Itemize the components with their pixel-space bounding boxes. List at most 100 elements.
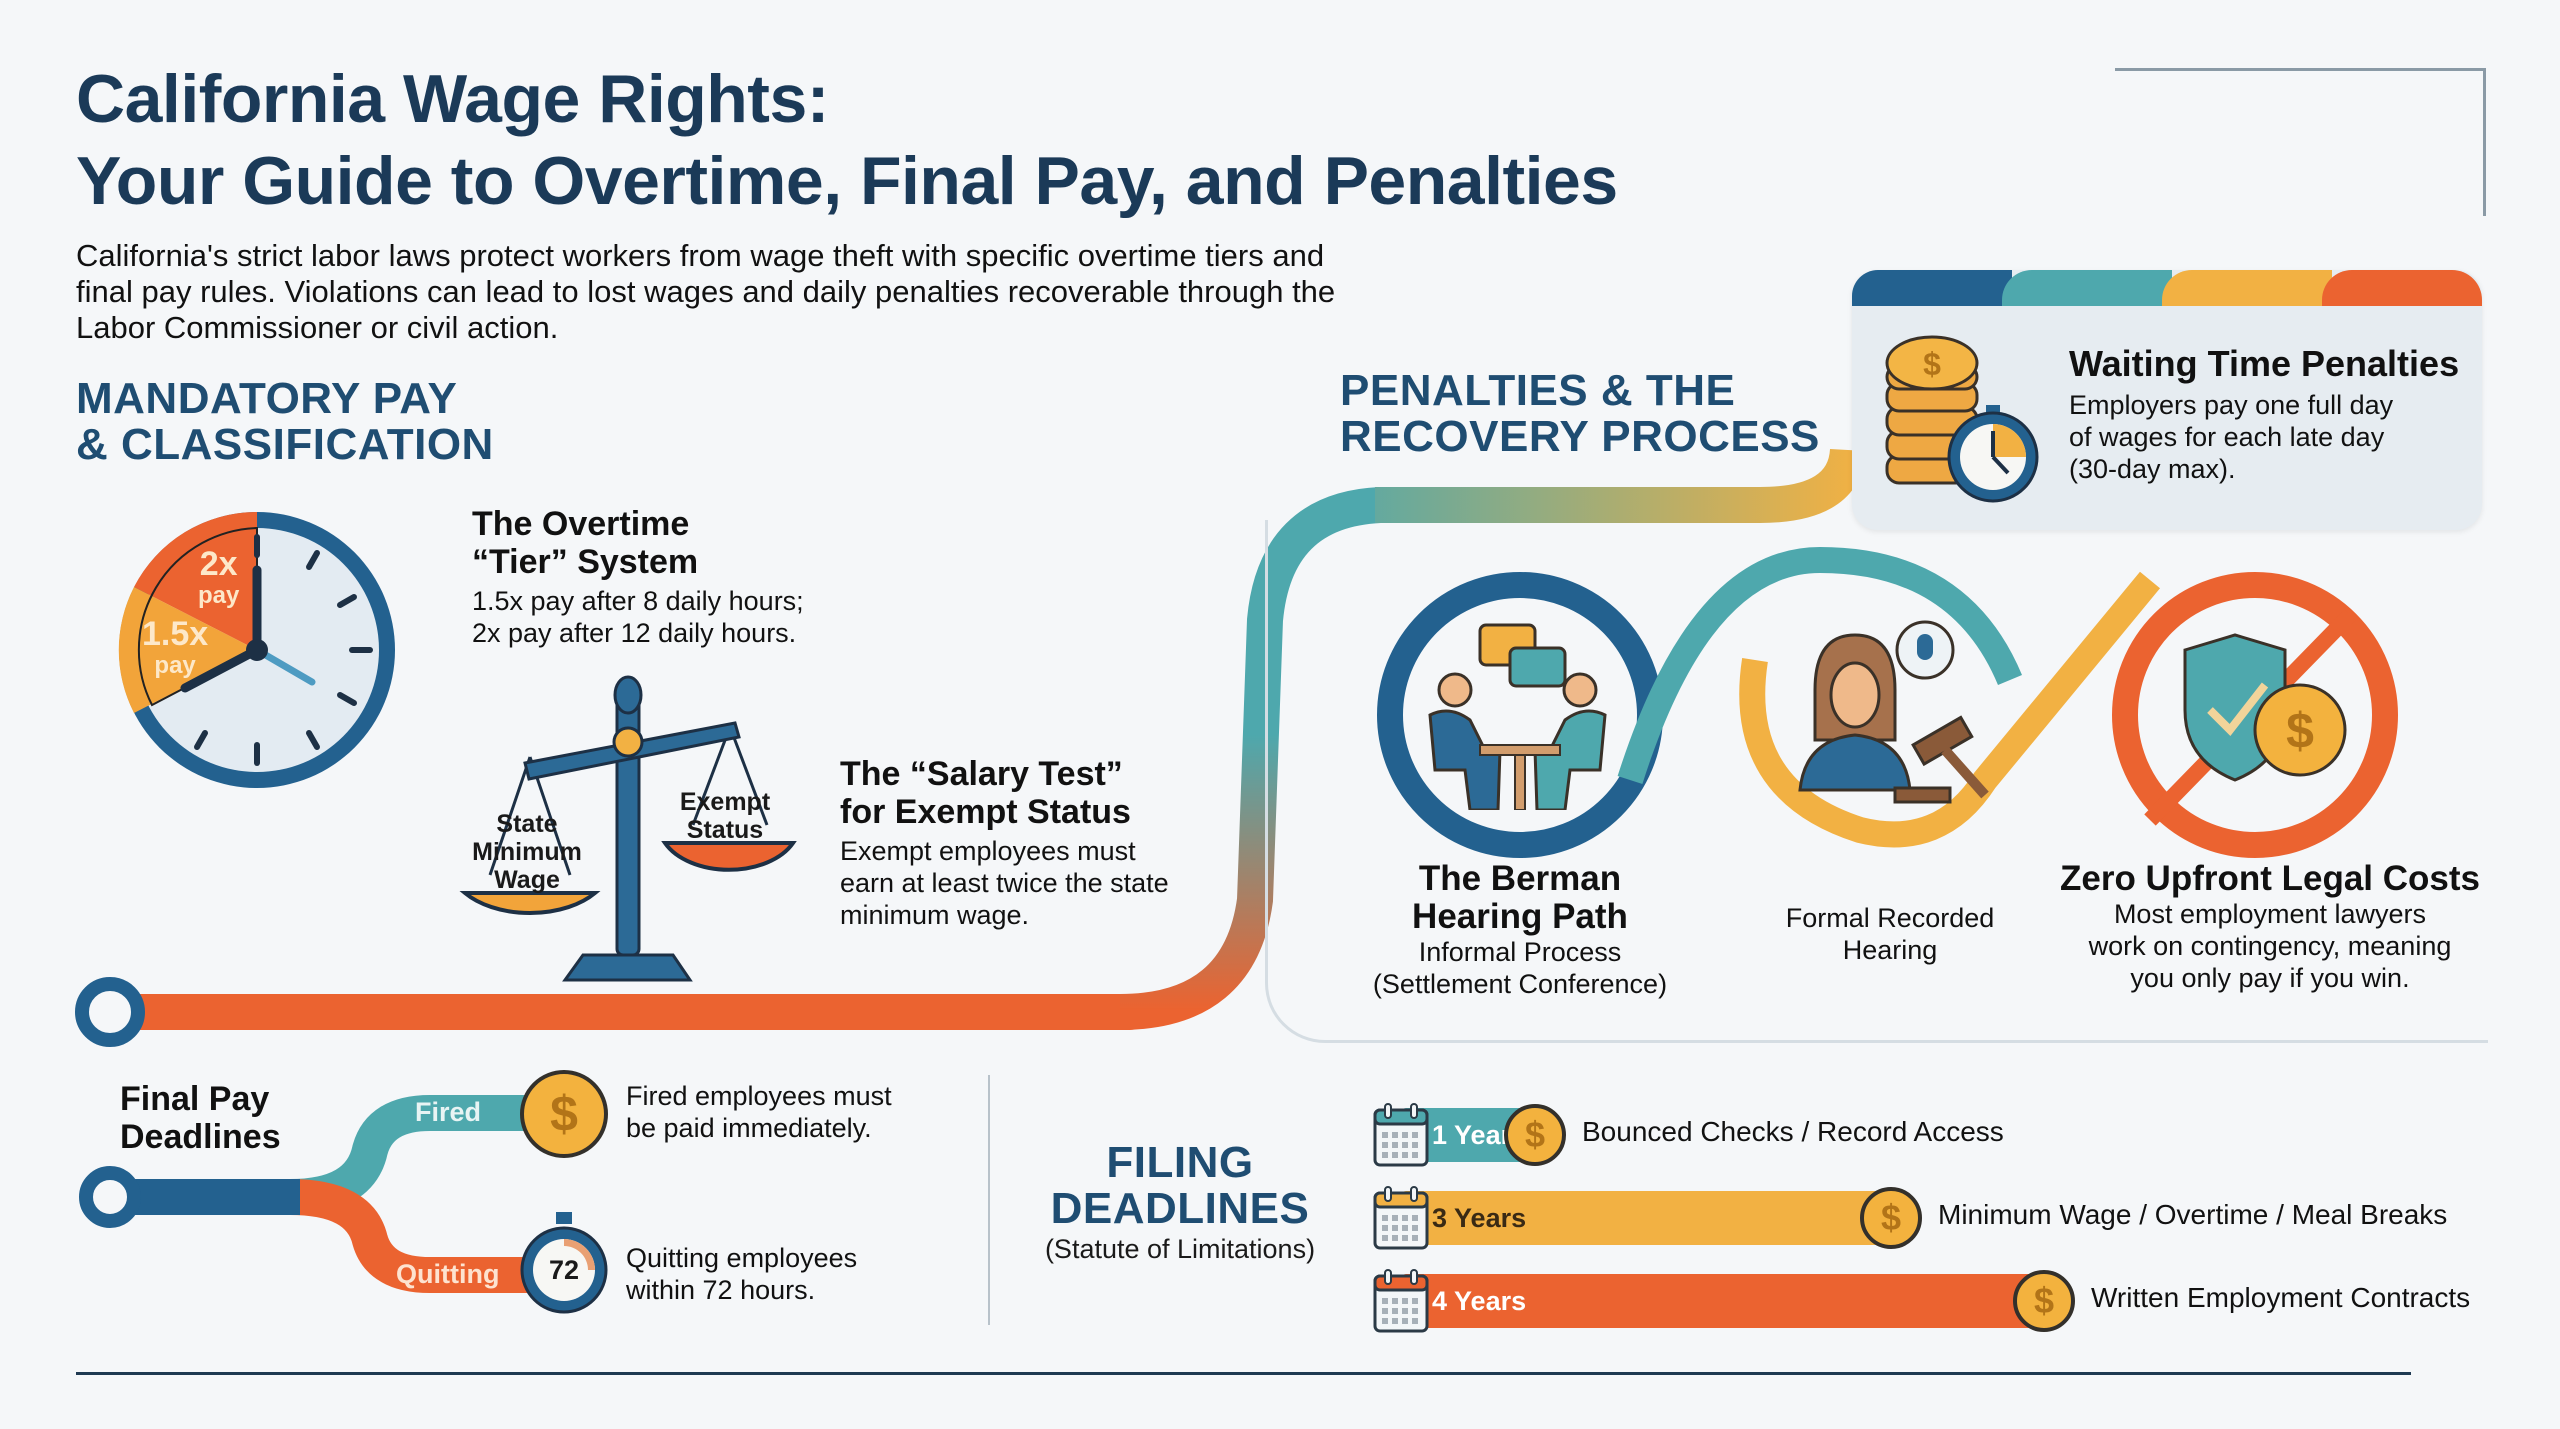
calendar-icon	[1373, 1103, 1429, 1167]
heading-line: & CLASSIFICATION	[76, 420, 494, 469]
step-text: Informal Process	[1418, 937, 1622, 967]
salary-title: for Exempt Status	[840, 793, 1131, 831]
recovery-frame	[1265, 520, 2488, 1043]
waiting-text: Waiting Time Penalties Employers pay one…	[2069, 345, 2459, 485]
overtime-title: “Tier” System	[472, 543, 699, 581]
tier-15x-sub: pay	[154, 652, 196, 679]
scale-left-label: State Minimum Wage	[452, 810, 602, 894]
meeting-icon	[1428, 623, 1607, 810]
loop-connector-1	[1617, 546, 2022, 784]
stripe-orange	[2322, 270, 2482, 306]
tier-2x-sub: pay	[198, 582, 240, 609]
scale-right-line: Status	[686, 816, 764, 844]
filing-category: Bounced Checks / Record Access	[1582, 1116, 2004, 1147]
overtime-block: The Overtime “Tier” System 1.5x pay afte…	[472, 505, 804, 649]
salary-test-block: The “Salary Test” for Exempt Status Exem…	[840, 755, 1169, 931]
salary-text: earn at least twice the state	[840, 868, 1169, 898]
stripe-amber	[2162, 270, 2332, 306]
dollar-coin-icon: $	[520, 1070, 608, 1158]
title-line-1: California Wage Rights:	[76, 61, 829, 137]
waiting-line: (30-day max).	[2069, 454, 2236, 484]
stopwatch-icon	[520, 1212, 608, 1314]
section-heading-penalties: PENALTIES & THE RECOVERY PROCESS	[1340, 368, 1820, 460]
quitting-text: Quitting employees within 72 hours.	[626, 1242, 857, 1306]
scale-right-line: Exempt	[679, 788, 771, 816]
path-segment-rise	[1119, 487, 1382, 1030]
overtime-text: 1.5x pay after 8 daily hours;	[472, 586, 804, 616]
scale-left-line: Minimum	[472, 838, 582, 866]
calendar-icon	[1373, 1269, 1429, 1333]
tier-2x-label: 2x pay	[198, 545, 240, 612]
intro-paragraph: California's strict labor laws protect w…	[76, 238, 1336, 345]
branch-start-node	[79, 1166, 141, 1228]
final-pay-title-line: Deadlines	[120, 1118, 281, 1156]
scale-left-line: Wage	[494, 866, 560, 894]
filing-bar: 3 Years	[1402, 1191, 1888, 1245]
quitting-line: within 72 hours.	[626, 1275, 816, 1305]
title-line-2: Your Guide to Overtime, Final Pay, and P…	[76, 143, 1618, 219]
fired-line: Fired employees must	[626, 1081, 892, 1111]
step-berman: The Berman Hearing Path Informal Process…	[1340, 860, 1700, 1000]
step-text: work on contingency, meaning	[2088, 931, 2452, 961]
dollar-coin-icon: $	[1504, 1104, 1566, 1166]
judge-gavel-icon	[1798, 620, 1989, 804]
heading-line: MANDATORY PAY	[76, 374, 458, 423]
svg-text:$: $	[2286, 703, 2314, 759]
section-heading-mandatory: MANDATORY PAY & CLASSIFICATION	[76, 376, 494, 468]
stripe-navy	[1852, 270, 2012, 306]
waiting-line: of wages for each late day	[2069, 422, 2385, 452]
filing-heading: FILING DEADLINES (Statute of Limitations…	[1030, 1140, 1330, 1265]
coins-stopwatch-icon: $	[1885, 335, 2039, 503]
filing-period: 1 Year	[1432, 1119, 1512, 1150]
no-cost-shield-icon: $	[2183, 633, 2347, 782]
final-pay-title: Final Pay Deadlines	[120, 1080, 281, 1156]
dollar-coin-icon: $	[2013, 1270, 2075, 1332]
dollar-coin-icon: $	[1860, 1187, 1922, 1249]
step-title: Zero Upfront Legal Costs	[2059, 859, 2481, 898]
path-start-node	[75, 977, 145, 1047]
step-text: Formal Recorded	[1785, 903, 1995, 933]
waiting-time-card: $ Waiting Time Penalties Employers pay o…	[1852, 270, 2482, 530]
filing-heading-line: DEADLINES	[1050, 1184, 1310, 1233]
step-text: Hearing	[1842, 935, 1938, 965]
filing-subheading: (Statute of Limitations)	[1044, 1234, 1316, 1264]
final-pay-branch	[79, 1095, 550, 1293]
step-title: Hearing Path	[1412, 897, 1628, 936]
filing-heading-line: FILING	[1106, 1138, 1254, 1187]
quitting-label: Quitting	[396, 1259, 500, 1289]
clock-icon	[118, 511, 395, 788]
loop-3	[2112, 572, 2398, 858]
salary-text: Exempt employees must	[840, 836, 1136, 866]
scale-right-label: Exempt Status	[660, 788, 790, 844]
tier-2x-value: 2x	[199, 545, 238, 583]
step-title: The Berman	[1418, 859, 1622, 898]
step-text: you only pay if you win.	[2130, 963, 2410, 993]
tier-15x-label: 1.5x pay	[142, 615, 209, 682]
filing-period: 4 Years	[1432, 1285, 1527, 1316]
heading-line: RECOVERY PROCESS	[1340, 412, 1820, 461]
calendar-icon	[1373, 1186, 1429, 1250]
filing-category: Written Employment Contracts	[2091, 1282, 2471, 1313]
loop-2	[1739, 571, 2161, 848]
tier-15x-value: 1.5x	[142, 615, 209, 653]
step-text: Most employment lawyers	[2113, 899, 2427, 929]
svg-text:$: $	[1923, 346, 1941, 382]
fired-line: be paid immediately.	[626, 1113, 872, 1143]
step-formal-hearing: Formal Recorded Hearing	[1740, 902, 2040, 966]
stopwatch-value: 72	[548, 1255, 580, 1285]
filing-bar: 4 Years	[1402, 1274, 2041, 1328]
overtime-text: 2x pay after 12 daily hours.	[472, 618, 797, 648]
branch-quitting	[289, 1179, 550, 1293]
final-pay-title-line: Final Pay	[120, 1080, 270, 1118]
filing-category: Minimum Wage / Overtime / Meal Breaks	[1938, 1199, 2448, 1230]
step-text: (Settlement Conference)	[1372, 969, 1668, 999]
step-zero-cost: Zero Upfront Legal Costs Most employment…	[2040, 860, 2500, 994]
corner-frame-decoration	[2115, 68, 2486, 216]
quitting-line: Quitting employees	[626, 1243, 858, 1273]
salary-title: The “Salary Test”	[840, 755, 1123, 793]
salary-text: minimum wage.	[840, 900, 1030, 930]
bottom-rule	[76, 1372, 2411, 1375]
fired-text: Fired employees must be paid immediately…	[626, 1080, 892, 1144]
scale-left-line: State	[496, 810, 558, 838]
